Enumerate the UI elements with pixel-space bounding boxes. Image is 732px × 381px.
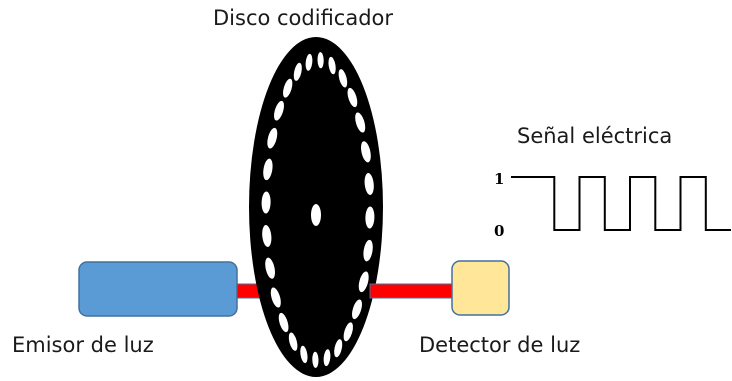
disk-label: Disco codificador [213, 6, 394, 30]
disk-hole [352, 299, 362, 320]
disk-hole [312, 351, 319, 368]
disk-hole [265, 257, 275, 279]
disk-hole [338, 69, 348, 88]
signal-label: Señal eléctrica [517, 124, 673, 148]
disk-hole [278, 312, 289, 333]
disk-holes [261, 52, 375, 368]
disk-hole [288, 332, 298, 351]
disk-hole [262, 225, 272, 247]
disk-hole [323, 349, 331, 367]
disk-hole [261, 191, 271, 214]
disk-center-hole [311, 204, 321, 226]
detector-label: Detector de luz [419, 333, 581, 357]
square-wave [511, 176, 731, 231]
disk-hole [328, 56, 336, 75]
disk-hole [334, 339, 343, 358]
disk-hole [270, 287, 281, 308]
disk-hole [263, 158, 273, 181]
disk-hole [317, 52, 324, 69]
signal-low-label: 0 [494, 222, 505, 240]
disk-hole [364, 173, 374, 195]
disk-hole [293, 62, 302, 81]
signal-high-label: 1 [494, 170, 505, 188]
disk-hole [358, 271, 369, 293]
disk-hole [305, 53, 313, 71]
emitter-label: Emisor de luz [12, 333, 154, 357]
disk-hole [355, 112, 366, 133]
disk-hole [274, 100, 284, 121]
light-emitter [78, 261, 238, 317]
encoder-disk [249, 37, 383, 377]
disk-hole [267, 127, 278, 149]
disk-hole [363, 239, 373, 262]
disk-hole [361, 141, 371, 163]
disk-hole [343, 322, 353, 342]
disk-hole [283, 78, 293, 98]
disk-hole [347, 87, 358, 108]
light-detector [451, 260, 510, 316]
disk-hole [365, 206, 375, 229]
disk-hole [300, 345, 308, 364]
